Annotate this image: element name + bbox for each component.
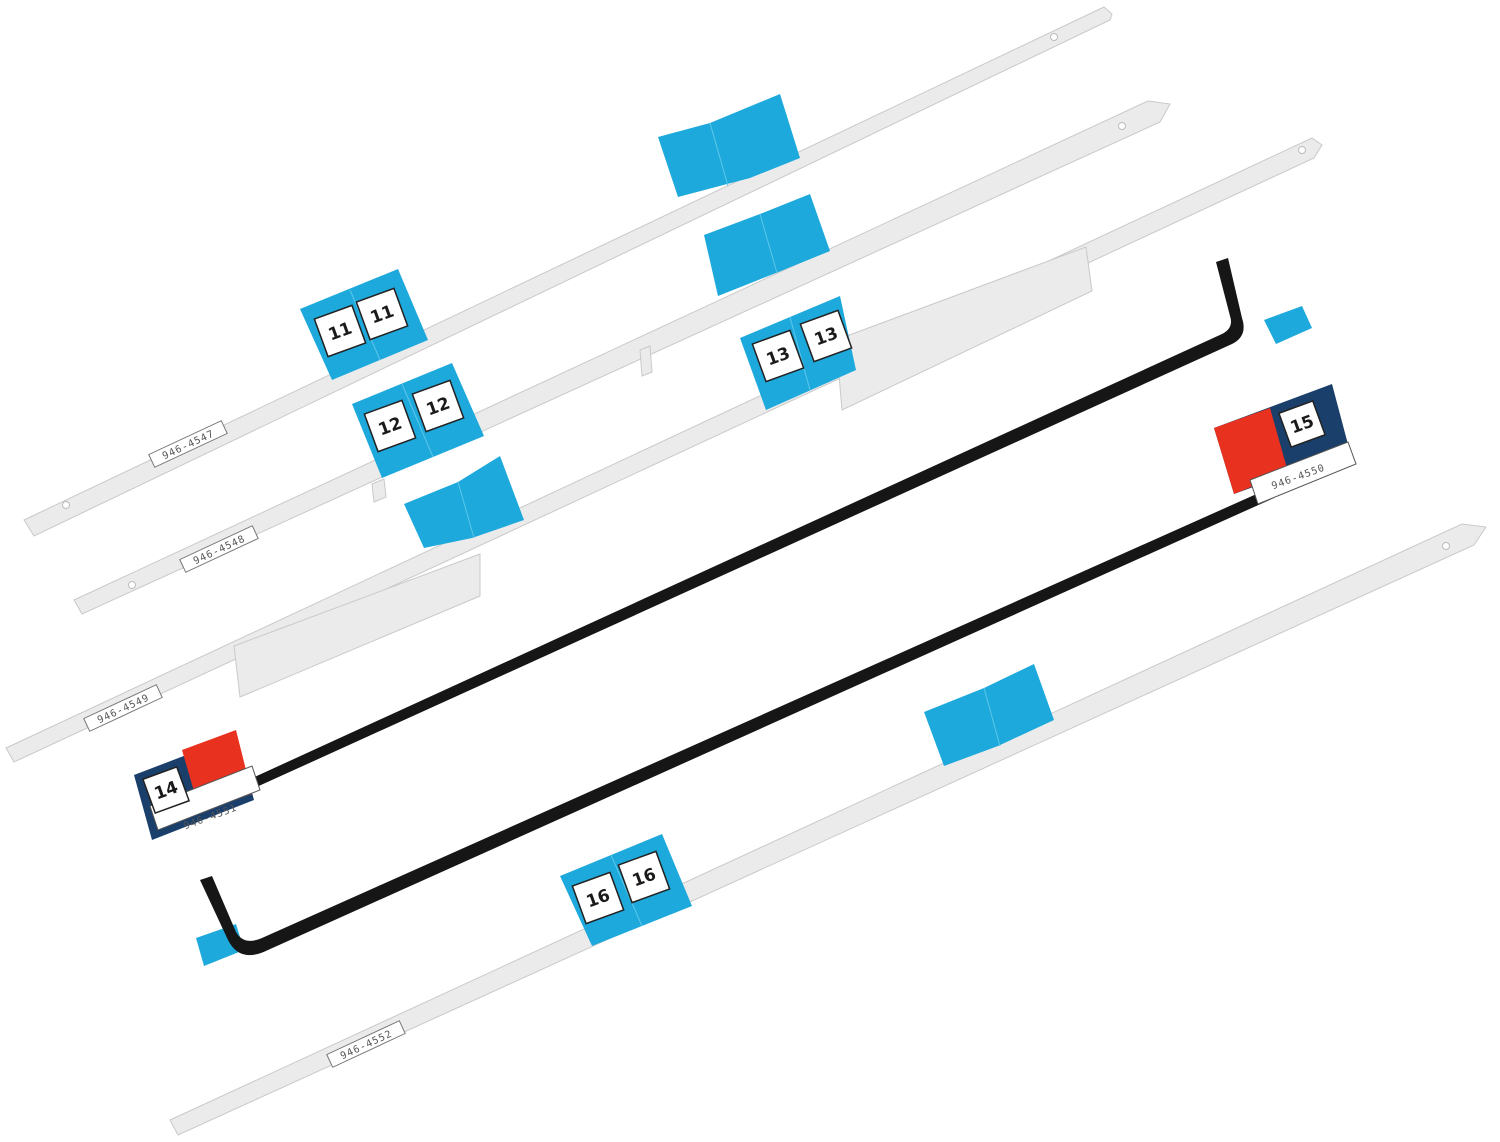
blue-liner <box>704 194 830 296</box>
strip-hole <box>1050 33 1058 41</box>
blue-end-tab <box>1264 306 1312 344</box>
number-tag: 14 <box>141 765 191 815</box>
label-block <box>134 730 261 840</box>
number-tag: 12 <box>363 399 417 453</box>
adhesive-strip-12: 12 12 946-4548 <box>73 100 1171 615</box>
adhesive-strip-16: 16 16 946-4552 <box>169 523 1487 1136</box>
adhesive-strip-11: 11 11 946-4547 <box>23 6 1113 537</box>
blue-liner <box>924 664 1054 766</box>
adhesive-strip-13: 13 13 946-4549 <box>5 137 1323 763</box>
number-tag: 13 <box>799 309 853 363</box>
number-tag: 12 <box>411 379 465 433</box>
adhesive-strip-15: 15 946-4550 <box>196 384 1357 966</box>
black-strip <box>248 258 1244 790</box>
adhesive-strip-14: 14 946-4551 <box>134 258 1312 840</box>
number-tag: 11 <box>313 304 367 358</box>
number-tag: 11 <box>355 287 409 341</box>
strip-hole <box>62 501 70 509</box>
number-tag: 16 <box>617 850 671 904</box>
strip-body <box>23 6 1113 537</box>
number-tag: 13 <box>751 329 805 383</box>
blue-liner <box>404 456 524 548</box>
blue-liner <box>658 94 800 197</box>
black-strip <box>200 488 1274 956</box>
number-tag: 16 <box>571 871 625 925</box>
number-tag: 15 <box>1277 399 1327 449</box>
